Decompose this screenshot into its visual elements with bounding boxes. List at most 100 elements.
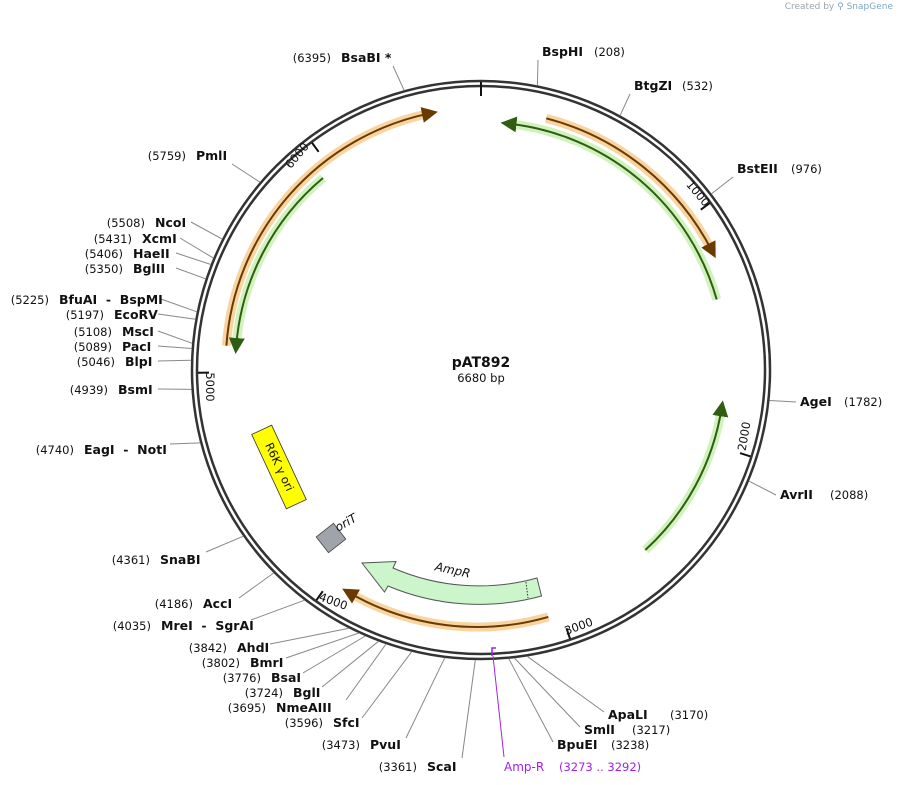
credit-prefix: Created by: [784, 2, 835, 12]
site-leader: [175, 252, 212, 265]
site-name: SfcI: [333, 715, 360, 730]
site-position: (3238): [611, 738, 649, 752]
site-name: SmlI: [584, 722, 615, 737]
site-name: BsaBI *: [341, 50, 392, 65]
site-leader: [536, 59, 539, 86]
site-position: (3473): [322, 738, 360, 752]
site-name: BlpI: [125, 354, 152, 369]
tick-label-4000: 4000: [317, 590, 349, 613]
tick-mark-3000: [565, 627, 571, 640]
feature-arc-green-right: [642, 407, 727, 554]
site-leader: [238, 572, 275, 599]
site-leader: [514, 657, 581, 728]
site-leader: [508, 658, 554, 743]
site-name: ApaLI: [608, 707, 648, 722]
site-name: NmeAIII: [276, 700, 332, 715]
site-leader: [205, 535, 244, 553]
site-leader: [179, 237, 214, 259]
site-position: (3361): [379, 760, 417, 774]
snapgene-logo-icon: ⚲: [837, 2, 844, 12]
site-position: (2088): [830, 488, 868, 502]
site-position: (208): [594, 45, 625, 59]
feature-arc-orange-top-right-core: [545, 117, 716, 259]
site-name: BglI: [293, 685, 320, 700]
site-leader: [157, 313, 196, 320]
site-name: SnaBI: [160, 552, 201, 567]
orit-label: oriT: [332, 510, 360, 534]
ampr-arrow: [361, 560, 543, 605]
ampr-dotted-mark: [525, 581, 529, 599]
site-position: (5350): [85, 262, 123, 276]
site-position: (3776): [223, 671, 261, 685]
site-position: (3724): [245, 686, 283, 700]
site-position: (3170): [670, 708, 708, 722]
site-position: (4186): [155, 597, 193, 611]
site-name: HaeII: [133, 246, 170, 261]
site-position: (3842): [189, 641, 227, 655]
primer-amp-r-leader: [492, 655, 505, 758]
tick-label-3000: 3000: [562, 615, 594, 638]
site-name: AhdI: [237, 640, 269, 655]
site-name: AvrII: [780, 487, 813, 502]
site-name: BstEII: [737, 161, 778, 176]
tick-label-5000: 5000: [203, 372, 217, 401]
site-position: (3802): [202, 656, 240, 670]
site-position: (5508): [107, 216, 145, 230]
site-name: PvuI: [370, 737, 401, 752]
site-name: AccI: [203, 596, 232, 611]
site-leader: [250, 599, 305, 621]
snapgene-credit: Created by ⚲ SnapGene: [785, 2, 893, 12]
r6k-ori-box: R6K γ ori: [251, 424, 307, 510]
site-name: EagI - NotI: [84, 442, 167, 457]
tick-mark-6000: [311, 142, 320, 153]
site-leader: [619, 93, 631, 116]
sites-layer: BspHI(208)BtgZI(532)BstEII(976)AgeI(1782…: [11, 44, 883, 774]
site-position: (5431): [94, 232, 132, 246]
orit-box: [315, 522, 347, 554]
site-name: NcoI: [155, 215, 186, 230]
site-position: (5089): [74, 340, 112, 354]
tick-label-2000: 2000: [735, 421, 754, 452]
backbone-outer: [190, 79, 772, 661]
credit-brand: SnapGene: [846, 2, 893, 12]
tick-mark-2000: [739, 452, 751, 458]
site-leader: [157, 345, 192, 349]
site-name: BsmI: [118, 382, 153, 397]
site-leader: [321, 640, 379, 688]
feature-arc-orange-bottom-core: [342, 588, 549, 628]
site-position: (5197): [66, 308, 104, 322]
site-name: PmlI: [196, 148, 227, 163]
site-leader: [175, 267, 206, 280]
site-name: ScaI: [427, 759, 457, 774]
site-leader: [748, 480, 777, 496]
site-position: (976): [791, 162, 822, 176]
site-position: (3596): [285, 716, 323, 730]
site-name: XcmI: [142, 231, 177, 246]
site-leader: [160, 298, 198, 313]
site-name: MscI: [122, 324, 154, 339]
site-leader: [157, 330, 193, 344]
site-leader: [769, 400, 797, 403]
site-leader: [157, 359, 192, 362]
site-name: BglII: [133, 261, 165, 276]
site-leader: [361, 651, 413, 719]
site-position: (5759): [148, 149, 186, 163]
site-leader: [405, 657, 446, 739]
site-name: BpuEI: [557, 737, 598, 752]
site-position: (3695): [228, 701, 266, 715]
site-position: (4035): [113, 619, 151, 633]
ampr-label: AmpR: [433, 559, 472, 580]
feature-arc-orange-top-left-core: [225, 107, 438, 346]
feature-arc-orange-top-left: [221, 108, 431, 347]
site-leader: [269, 627, 350, 645]
site-leader: [345, 643, 387, 701]
site-name: BspHI: [542, 44, 583, 59]
site-name: BsaI: [271, 670, 301, 685]
site-leader: [285, 632, 360, 659]
site-position: (4939): [70, 383, 108, 397]
feature-arc-green-top-right-core: [500, 116, 718, 300]
site-leader: [711, 176, 734, 195]
site-position: (5108): [74, 325, 112, 339]
site-leader: [461, 659, 476, 759]
